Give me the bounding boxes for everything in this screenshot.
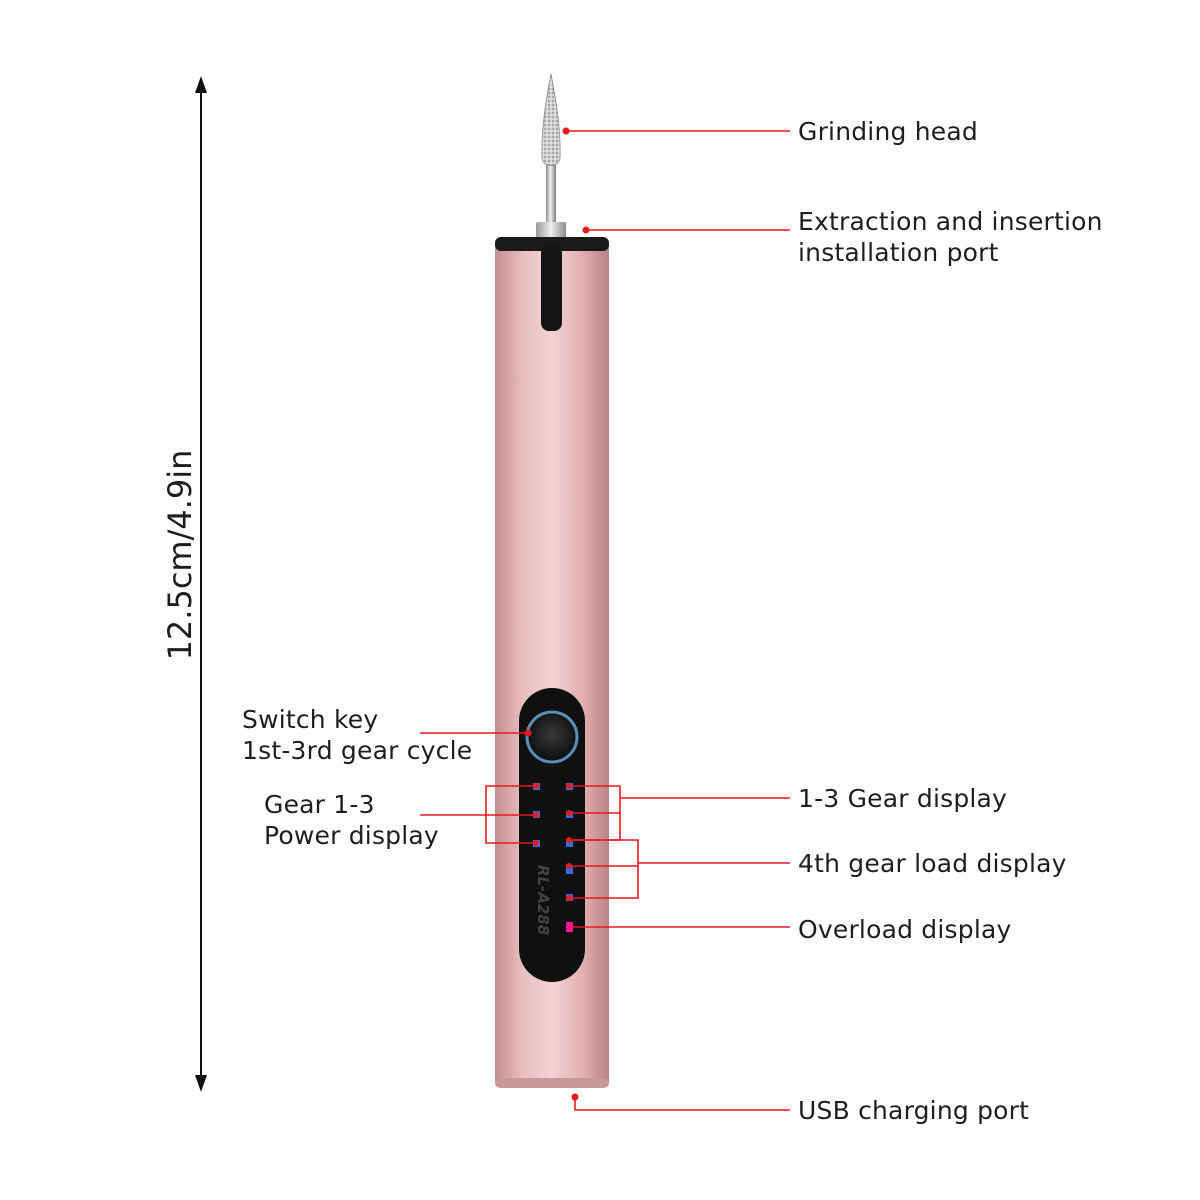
callout-dots	[524, 127, 590, 1101]
model-text: RL-A288	[534, 865, 552, 935]
extraction-port-label: Extraction and insertion installation po…	[798, 207, 1103, 267]
switch-key-label: Switch key 1st-3rd gear cycle	[242, 705, 473, 765]
dimension-arrow	[195, 76, 207, 1092]
fourth-gear-load-label: 4th gear load display	[798, 849, 1067, 878]
control-panel: RL-A288	[519, 688, 585, 982]
grinding-head-label: Grinding head	[798, 117, 978, 146]
gear-led-3	[566, 840, 573, 847]
grinding-bit	[536, 73, 566, 240]
overload-led	[566, 922, 573, 932]
callout-lines	[420, 130, 790, 1111]
usb-port-label: USB charging port	[798, 1096, 1030, 1125]
overload-label: Overload display	[798, 915, 1012, 944]
switch-key-button[interactable]	[525, 710, 579, 764]
gear-display-label: 1-3 Gear display	[798, 784, 1008, 813]
load-led-4	[566, 867, 573, 874]
power-display-label: Gear 1-3 Power display	[264, 790, 439, 850]
